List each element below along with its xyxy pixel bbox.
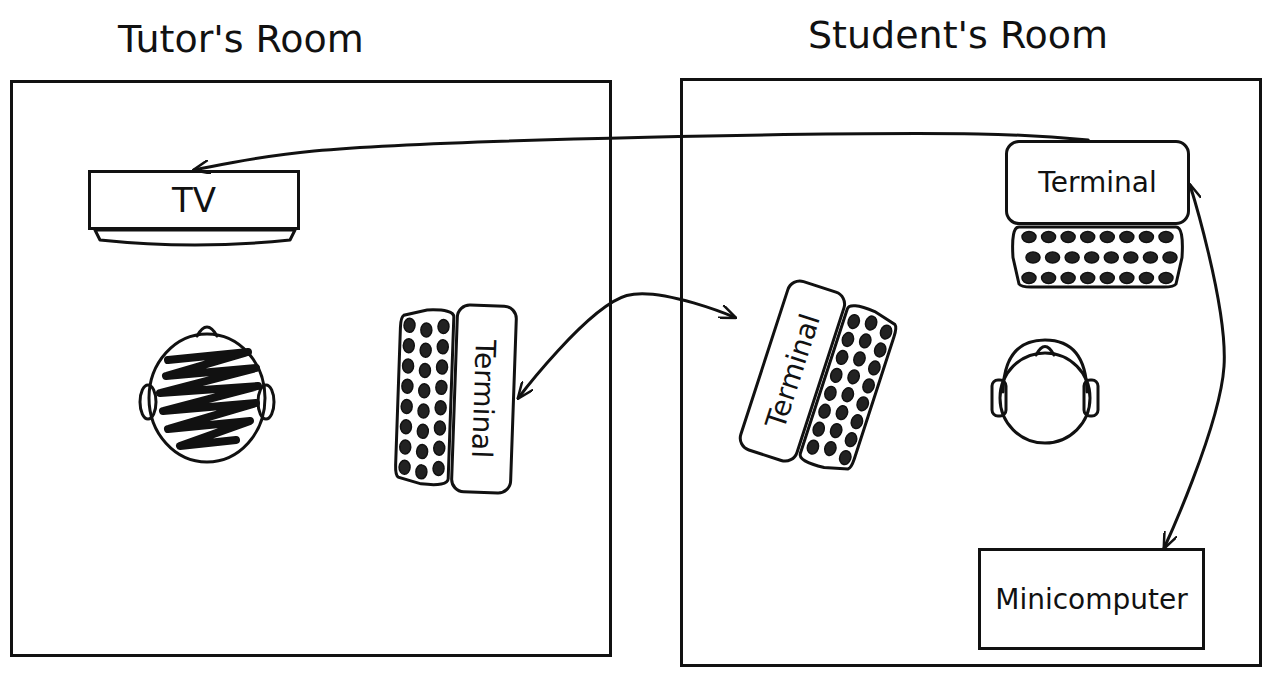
- key-cap: [879, 324, 894, 341]
- device-box: TV: [88, 170, 300, 230]
- key-cap: [436, 360, 447, 374]
- key-cap: [1120, 273, 1134, 284]
- key-cap: [1100, 232, 1114, 243]
- key-cap: [437, 340, 448, 354]
- key-cap: [404, 318, 415, 332]
- key-cap: [434, 421, 445, 435]
- key-cap: [858, 333, 873, 350]
- key-cap: [1042, 273, 1056, 284]
- key-cap: [846, 313, 861, 330]
- key-cap: [1139, 273, 1153, 284]
- key-cap: [438, 319, 449, 333]
- tutor-head: [140, 327, 274, 462]
- key-cap: [829, 367, 844, 384]
- key-cap: [418, 404, 429, 418]
- key-cap: [1159, 273, 1173, 284]
- key-cap: [873, 342, 888, 359]
- key-cap: [1124, 252, 1138, 263]
- room-outline: Student's RoomTerminalTerminalMinicomput…: [680, 78, 1262, 667]
- key-cap: [806, 439, 821, 456]
- keyboard-outline: [1013, 227, 1183, 287]
- key-cap: [419, 363, 430, 377]
- key-cap: [835, 349, 850, 366]
- terminal: Terminal: [392, 301, 519, 495]
- key-cap: [1139, 232, 1153, 243]
- key-cap: [436, 380, 447, 394]
- key-cap: [433, 461, 444, 475]
- key-cap: [400, 420, 411, 434]
- key-cap: [418, 384, 429, 398]
- terminal-label: Terminal: [1038, 166, 1156, 199]
- key-cap: [400, 440, 411, 454]
- key-cap: [850, 413, 865, 430]
- key-cap: [1081, 232, 1095, 243]
- student-head: [992, 340, 1098, 443]
- key-cap: [401, 399, 412, 413]
- room-heading: Tutor's Room: [118, 17, 364, 61]
- key-cap: [1061, 232, 1075, 243]
- room-heading: Student's Room: [808, 13, 1108, 57]
- key-cap: [1022, 232, 1036, 243]
- key-cap: [811, 421, 826, 438]
- key-cap: [1163, 252, 1177, 263]
- device-box: Minicomputer: [978, 548, 1205, 650]
- key-cap: [1081, 273, 1095, 284]
- tv-stand: [95, 230, 295, 245]
- connection-line: [518, 294, 735, 398]
- key-cap: [1085, 252, 1099, 263]
- device-label: TV: [172, 180, 216, 220]
- terminal-label: Terminal: [465, 339, 502, 458]
- key-cap: [403, 338, 414, 352]
- key-cap: [861, 378, 876, 395]
- key-cap: [1100, 273, 1114, 284]
- terminal: Terminal: [735, 276, 905, 484]
- key-cap: [417, 424, 428, 438]
- device-label: Minicomputer: [995, 583, 1188, 616]
- key-cap: [855, 395, 870, 412]
- key-cap: [416, 465, 427, 479]
- key-cap: [864, 315, 879, 332]
- key-cap: [435, 400, 446, 414]
- key-cap: [1143, 252, 1157, 263]
- key-cap: [399, 460, 410, 474]
- key-cap: [433, 441, 444, 455]
- key-cap: [416, 444, 427, 458]
- key-cap: [829, 422, 844, 439]
- key-cap: [840, 331, 855, 348]
- key-cap: [844, 431, 859, 448]
- key-cap: [823, 440, 838, 457]
- key-cap: [1065, 252, 1079, 263]
- key-cap: [1046, 252, 1060, 263]
- key-cap: [867, 360, 882, 377]
- keyboard-outline: [395, 309, 454, 486]
- keyboard-outline: [798, 303, 899, 476]
- key-cap: [1061, 273, 1075, 284]
- key-cap: [1104, 252, 1118, 263]
- keyboard: [392, 301, 457, 493]
- room-outline: Tutor's RoomTVTerminal: [10, 80, 612, 657]
- key-cap: [846, 368, 861, 385]
- key-cap: [1026, 252, 1040, 263]
- key-cap: [840, 386, 855, 403]
- connection-line: [194, 134, 1088, 170]
- key-cap: [402, 379, 413, 393]
- key-cap: [823, 385, 838, 402]
- key-cap: [1022, 273, 1036, 284]
- key-cap: [421, 323, 432, 337]
- key-cap: [817, 403, 832, 420]
- key-cap: [852, 351, 867, 368]
- key-cap: [1042, 232, 1056, 243]
- key-cap: [402, 359, 413, 373]
- key-cap: [838, 449, 853, 466]
- terminal-screen: Terminal: [450, 303, 519, 495]
- key-cap: [835, 404, 850, 421]
- keyboard: [1005, 225, 1190, 290]
- terminal-screen: Terminal: [1005, 140, 1190, 225]
- key-cap: [420, 343, 431, 357]
- key-cap: [1120, 232, 1134, 243]
- key-cap: [1159, 232, 1173, 243]
- terminal: Terminal: [1005, 140, 1190, 290]
